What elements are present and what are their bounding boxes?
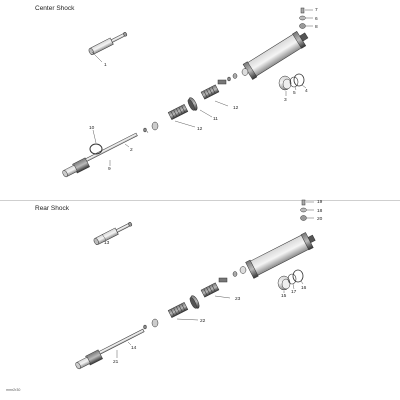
callout-19: 19 [317,199,323,205]
center-shock-assembly [62,7,313,178]
rear-shim-stack-lower [167,302,189,318]
callout-16: 16 [301,285,307,291]
callout-2: 2 [130,147,133,153]
rear-shock-assembly [75,199,316,370]
footer-code: mmr2r30 [6,388,21,392]
callout-21: 21 [113,359,119,365]
callout-9: 9 [108,166,111,172]
callout-1: 1 [104,62,107,68]
shim-stack-upper [200,84,220,100]
rear-top-hardware-stack [300,199,314,221]
rear-shock-body-cylinder [245,232,316,279]
callout-14: 14 [131,345,137,351]
callout-13: 13 [104,240,110,246]
rear-callout-numbers: 13 14 15 16 17 18 19 20 21 22 23 [104,199,323,365]
callout-17: 17 [291,289,297,295]
top-hardware-stack [299,7,313,29]
rear-rod-end-eyelet [75,349,103,370]
callout-22: 22 [200,318,206,324]
callout-11: 11 [213,116,218,122]
overview-shock-1 [88,32,128,56]
callout-6: 6 [315,16,318,22]
overview-shock-2 [93,222,133,246]
rear-shim-stack-upper [200,282,220,298]
callout-8: 8 [315,24,318,30]
o-ring [89,143,103,155]
callout-3: 3 [284,97,287,103]
center-callout-numbers: 1 2 3 4 5 6 7 8 9 10 11 12 12 [89,7,318,172]
callout-5: 5 [293,90,296,96]
callout-23: 23 [235,296,241,302]
center-washers [217,68,249,85]
shock-body-cylinder [242,31,309,80]
callout-18: 18 [317,208,323,214]
piston-disc [187,97,198,111]
rear-shock-title: Rear Shock [35,205,69,212]
callout-12a: 12 [233,105,239,111]
callout-12b: 12 [197,126,203,132]
shim-stack-lower [167,104,189,120]
callout-20: 20 [317,216,323,222]
section-divider [0,200,400,201]
rear-piston-disc [189,295,200,309]
end-cap-and-seals [278,73,307,96]
callout-4: 4 [305,88,308,94]
rear-washers [218,266,247,283]
callout-15: 15 [281,293,287,299]
center-shock-title: Center Shock [35,5,75,12]
callout-10: 10 [89,125,95,131]
rod-end-eyelet [62,157,90,178]
rear-end-cap-and-seals [277,269,304,293]
callout-7: 7 [315,7,318,13]
